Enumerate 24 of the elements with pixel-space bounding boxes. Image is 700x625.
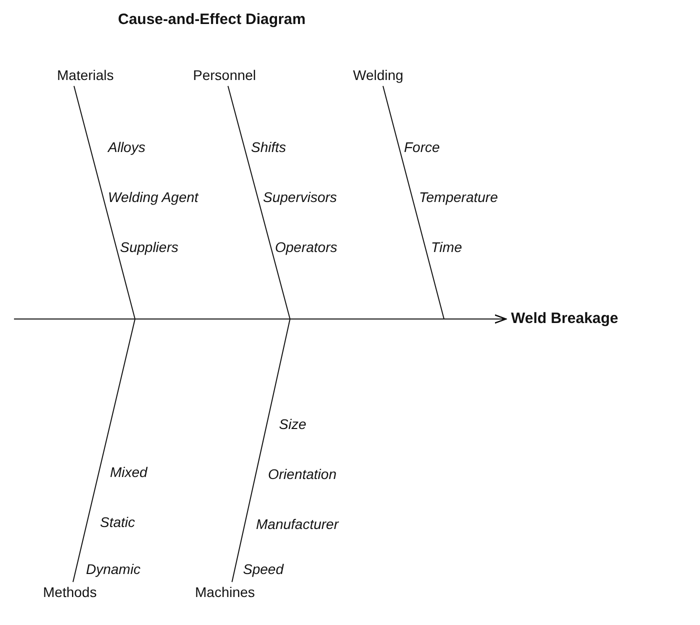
cause-label: Orientation (268, 466, 336, 483)
cause-label: Size (279, 416, 306, 433)
cause-label: Supervisors (263, 189, 337, 206)
cause-label: Alloys (108, 139, 146, 156)
cause-label: Time (431, 239, 462, 256)
cause-label: Shifts (251, 139, 286, 156)
cause-label: Welding Agent (108, 189, 198, 206)
category-label: Personnel (193, 67, 256, 84)
diagram-title: Cause-and-Effect Diagram (118, 11, 306, 28)
cause-label: Manufacturer (256, 516, 338, 533)
effect-label: Weld Breakage (511, 310, 618, 327)
category-label: Methods (43, 584, 97, 601)
cause-label: Speed (243, 561, 284, 578)
cause-label: Static (100, 514, 136, 531)
cause-label: Suppliers (120, 239, 178, 256)
spine-arrow (14, 314, 506, 324)
cause-label: Force (404, 139, 440, 156)
category-label: Welding (353, 67, 404, 84)
cause-label: Temperature (419, 189, 498, 206)
cause-label: Operators (275, 239, 338, 256)
category-label: Materials (57, 67, 114, 84)
cause-label: Mixed (110, 464, 148, 481)
cause-label: Dynamic (86, 561, 140, 578)
category-label: Machines (195, 584, 255, 601)
